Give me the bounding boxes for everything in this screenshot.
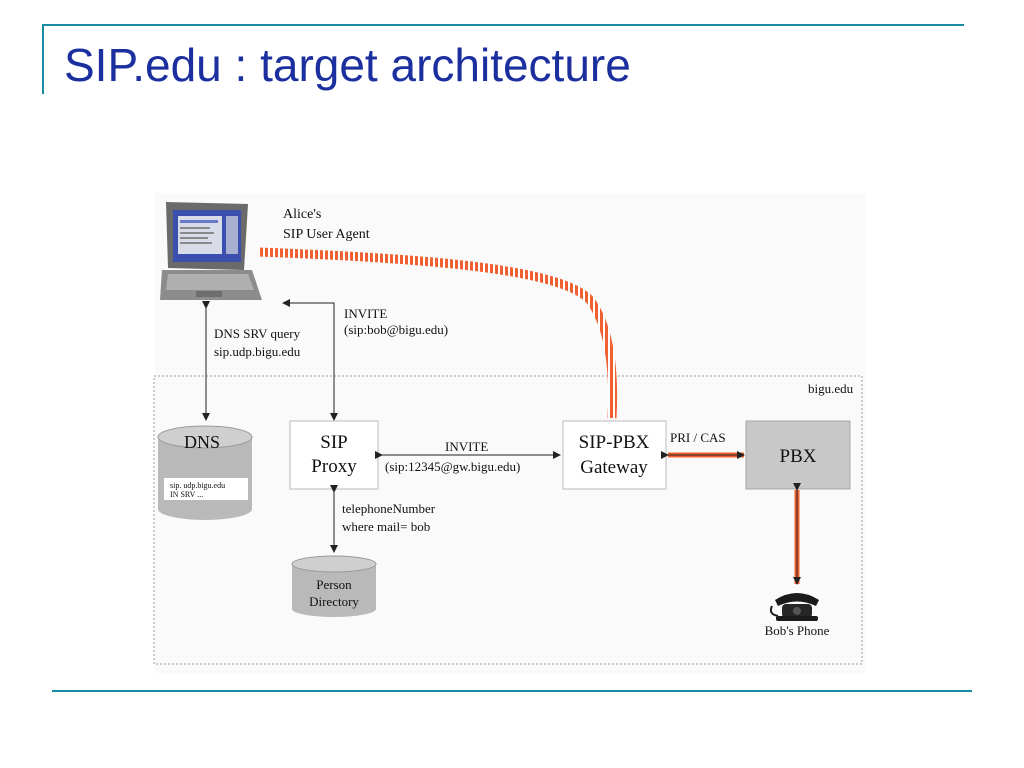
alice-label-line1: Alice's [283,207,321,222]
dns-record-line2: IN SRV ... [170,490,203,499]
gateway-line2: Gateway [580,457,648,478]
pri-cas-label: PRI / CAS [670,430,726,445]
invite-arrow-to-alice [282,299,335,418]
sip-proxy-line2: Proxy [311,456,357,477]
dns-srv-line1: DNS SRV query [214,326,301,341]
alice-label-line2: SIP User Agent [283,227,370,242]
pbx-label: PBX [780,446,817,467]
person-directory-cylinder [291,555,377,617]
slide-title: SIP.edu : target architecture [64,39,631,91]
sip-proxy-box [289,420,379,490]
lookup-line1: telephoneNumber [342,501,436,516]
gateway-line1: SIP-PBX [579,432,650,453]
invite1-line1: INVITE [344,306,387,321]
dns-record-line1: sip. udp.bigu.edu [170,481,225,490]
lookup-line2: where mail= bob [342,519,430,534]
bobs-phone-label: Bob's Phone [765,623,830,638]
bottom-rule [52,690,972,692]
dns-label: DNS [184,432,220,452]
pbx-box [745,420,851,490]
sip-proxy-line1: SIP [320,432,347,453]
person-dir-line1: Person [316,577,352,592]
phone-icon [769,593,819,621]
domain-boundary [153,375,863,665]
sip-media-link [257,247,618,419]
domain-label: bigu.edu [808,381,854,396]
dns-cylinder [157,425,253,520]
left-rule [42,24,44,94]
person-dir-line2: Directory [309,594,359,609]
dns-srv-line2: sip.udp.bigu.edu [214,344,301,359]
invite1-line2: (sip:bob@bigu.edu) [344,322,448,337]
alice-laptop-icon [160,202,262,300]
top-rule [42,24,964,26]
invite2-line2: (sip:12345@gw.bigu.edu) [385,459,520,474]
invite2-line1: INVITE [445,439,488,454]
